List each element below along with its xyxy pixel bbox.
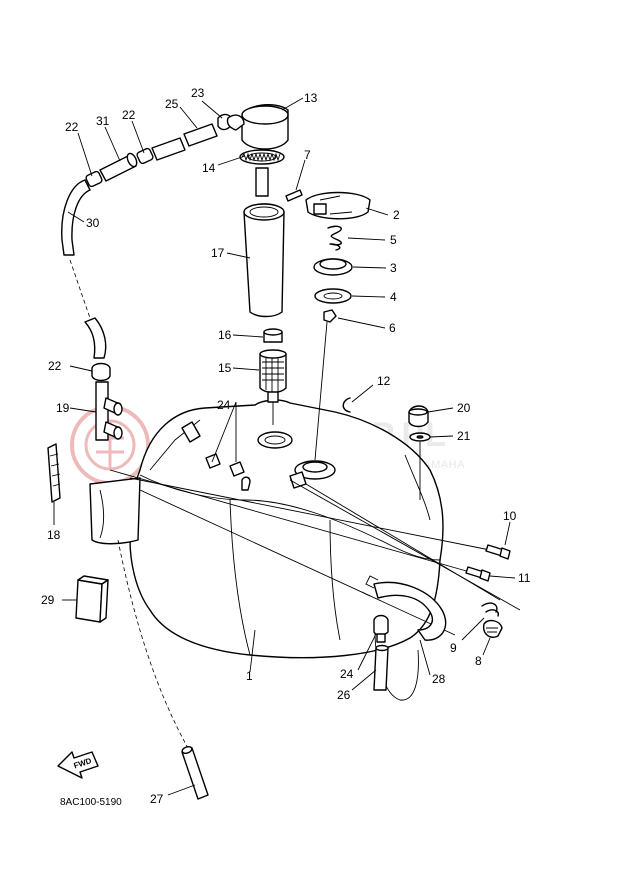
callout-2: 2 [393,208,400,222]
callout-18: 18 [47,528,61,542]
drawing-code: 8AC100-5190 [60,797,122,808]
callout-30: 30 [86,216,100,230]
callout-17: 17 [211,246,225,260]
vent-hose-assembly [61,113,233,441]
callout-25: 25 [165,97,179,111]
callout-22-low: 22 [48,359,62,373]
mounting-bolts [465,544,511,582]
callout-24-top: 24 [217,398,231,412]
callout-10: 10 [503,509,517,523]
hose-fittings [181,401,307,491]
fuel-tank [89,399,444,701]
callout-7: 7 [304,148,311,162]
callout-14: 14 [202,161,216,175]
callout-21: 21 [457,429,471,443]
drain-hose [117,539,209,800]
pump-cap-assembly [285,189,371,461]
callout-22-mid: 22 [122,108,136,122]
callout-22-top: 22 [65,120,79,134]
damper-pad [75,575,109,623]
callout-27: 27 [150,792,164,806]
callout-24-low: 24 [340,667,354,681]
callout-23: 23 [191,86,205,100]
callout-15: 15 [218,361,232,375]
fuel-gauge-assembly [226,104,289,425]
callout-29: 29 [41,593,55,607]
watermark-logo [70,405,150,485]
callout-3: 3 [390,261,397,275]
callout-6: 6 [389,321,396,335]
callout-16: 16 [218,328,232,342]
callout-11: 11 [518,571,531,585]
callout-8: 8 [475,654,482,668]
callout-20: 20 [457,401,471,415]
callout-19: 19 [56,401,70,415]
lower-hose [373,614,389,691]
tank-band [47,443,61,503]
callout-4: 4 [390,290,397,304]
callout-1: 1 [246,669,253,683]
callout-labels: 22 31 22 25 23 13 14 7 2 5 3 4 6 12 17 1… [41,86,531,806]
clip-nut [481,602,503,638]
callout-leaders [53,97,516,796]
callout-26: 26 [337,688,351,702]
callout-9: 9 [450,641,457,655]
callout-31: 31 [96,114,110,128]
callout-28: 28 [432,672,446,686]
callout-13: 13 [304,91,318,105]
callout-5: 5 [390,233,397,247]
fwd-direction-arrow: FWD [57,751,99,779]
return-hose [361,575,447,641]
mounting-lines [109,469,521,636]
callout-12: 12 [377,374,391,388]
